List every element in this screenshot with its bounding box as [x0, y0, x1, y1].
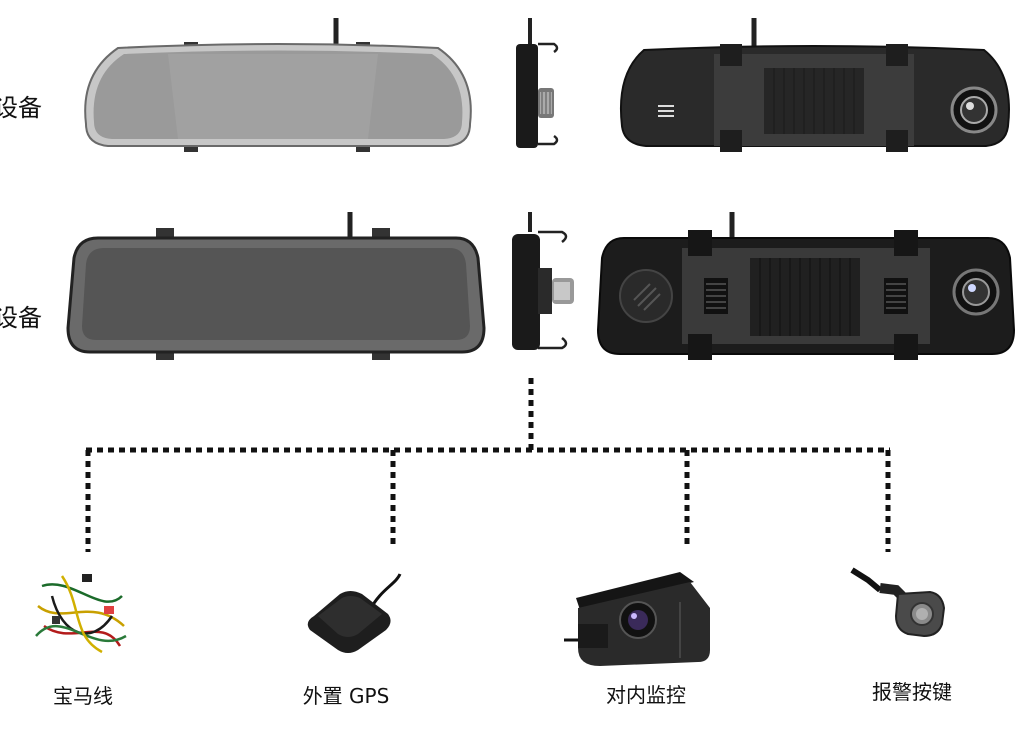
gps-image [307, 573, 402, 653]
row2-label: 设备 [0, 304, 42, 332]
alarm-button-image [850, 567, 946, 638]
device1-side-view [516, 18, 559, 148]
cabin-camera-image [564, 572, 710, 666]
device2-front-view [66, 212, 486, 360]
device1-back-view [619, 18, 1010, 152]
accessory-label-harness: 宝马线 [53, 684, 113, 708]
accessory-label-alarm-button: 报警按键 [872, 680, 952, 704]
device2-side-view [512, 212, 574, 350]
row1-label: 设备 [0, 94, 42, 122]
device1-front-view [84, 18, 472, 152]
accessory-label-cabin-camera: 对内监控 [606, 683, 686, 707]
harness-image [35, 574, 127, 654]
accessory-label-gps: 外置 GPS [302, 684, 390, 708]
device2-back-view [596, 212, 1016, 360]
